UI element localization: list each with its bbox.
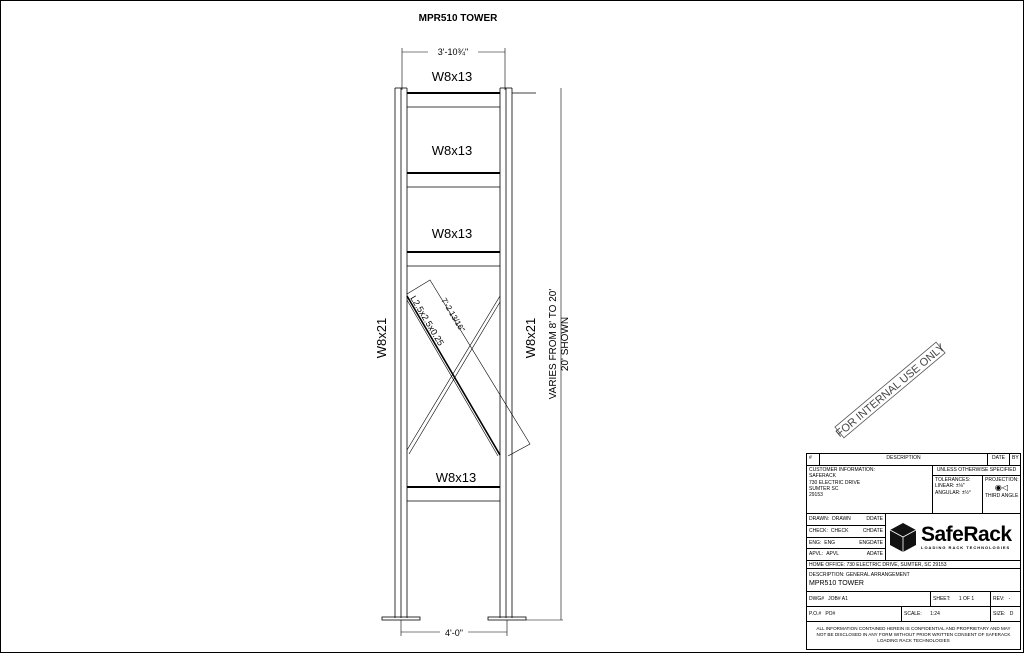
dwg-row: DWG# JOB# A1 SHEET: 1 OF 1 REV: - [807, 592, 1020, 607]
beam-label: W8x13 [436, 470, 476, 485]
right-column [487, 87, 527, 621]
home-office-row: HOME OFFICE: 730 ELECTRIC DRIVE, SUMTER,… [807, 561, 1020, 569]
beam-label: W8x13 [432, 69, 472, 84]
third-angle-projection-icon: ◉◁ [994, 483, 1009, 493]
revision-header: # DESCRIPTION DATE BY [807, 454, 1020, 466]
left-column [381, 87, 421, 621]
internal-use-watermark: FOR INTERNAL USE ONLY [834, 341, 948, 439]
dimension-lines [400, 48, 563, 636]
rev-date-header: DATE [987, 454, 1009, 465]
projection: PROJECTION: ◉◁ THIRD ANGLE [982, 476, 1020, 513]
beam-label: W8x13 [432, 143, 472, 158]
confidentiality-notice: ALL INFORMATION CONTAINED HEREIN IS CONF… [816, 626, 1011, 643]
top-width-dimension: 3'-10¾" [438, 47, 468, 57]
description-row: DESCRIPTION: GENERAL ARRANGEMENT MPR510 … [807, 569, 1020, 592]
cube-logo-icon [889, 523, 917, 552]
customer-info: CUSTOMER INFORMATION: SAFERACK 730 ELECT… [809, 467, 875, 498]
column-label: W8x21 [523, 318, 538, 358]
rev-by-header: BY [1009, 454, 1020, 465]
description-label: DESCRIPTION: GENERAL ARRANGEMENT [809, 572, 910, 578]
title-block: # DESCRIPTION DATE BY CUSTOMER INFORMATI… [806, 453, 1021, 650]
saferack-logo: SafeRack LOADING RACK TECHNOLOGIES [885, 514, 1020, 560]
column-label: W8x21 [374, 318, 389, 358]
height-dimension: VARIES FROM 8' TO 20' [548, 289, 559, 400]
beams [407, 92, 536, 502]
rev-description-header: DESCRIPTION [819, 454, 987, 465]
bottom-width-dimension: 4'-0" [445, 628, 463, 638]
tolerances: TOLERANCES: LINEAR: ±⅛" ANGULAR: ±½° [932, 476, 982, 513]
unless-specified: UNLESS OTHERWISE SPECIFIED [932, 466, 1020, 476]
description-value: MPR510 TOWER [809, 580, 864, 588]
brace-length-dim: 7'-2 13/16" [439, 296, 466, 333]
drawing-title: MPR510 TOWER [419, 13, 498, 24]
height-dimension-note: 20' SHOWN [560, 317, 571, 371]
beam-label: W8x13 [432, 226, 472, 241]
svg-text:FOR INTERNAL USE ONLY: FOR INTERNAL USE ONLY [834, 341, 948, 439]
cross-bracing [406, 279, 531, 457]
customer-row: CUSTOMER INFORMATION: SAFERACK 730 ELECT… [807, 466, 1020, 514]
rev-num-header: # [809, 455, 812, 461]
po-row: P.O.# PO# SCALE: 1:24 SIZE: D [807, 607, 1020, 622]
